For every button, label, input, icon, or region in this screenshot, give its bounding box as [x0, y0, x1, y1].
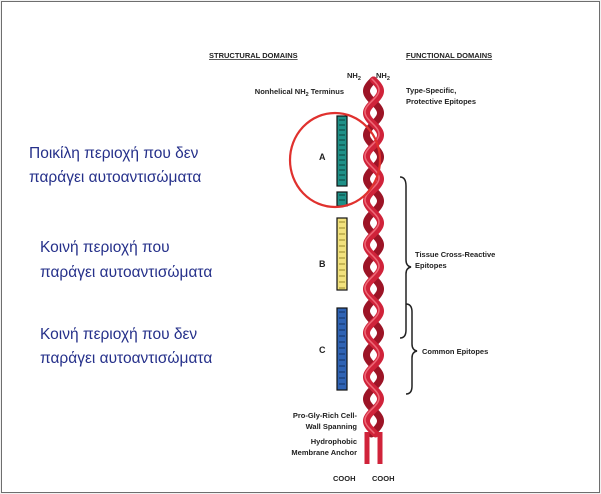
greek-region-b-line2: παράγει αυτοαντισώματα [40, 264, 212, 281]
greek-region-a-line1: Ποικίλη περιοχή που δεν [29, 145, 199, 162]
epitopes-label: Epitopes [415, 261, 447, 270]
pro-gly-rich-label: Pro-Gly-Rich Cell- [293, 411, 358, 420]
cooh-left-label: COOH [333, 474, 356, 483]
domain-a-block [337, 116, 347, 206]
brace-tissue-cross-reactive [400, 177, 411, 338]
common-epitopes-label: Common Epitopes [422, 347, 488, 356]
domain-a-letter: A [319, 152, 326, 162]
header-functional-domains: FUNCTIONAL DOMAINS [406, 51, 492, 60]
domain-b-letter: B [319, 259, 326, 269]
brace-common-epitopes [406, 304, 417, 394]
nonhelical-terminus-label: Nonhelical NH2 Terminus [255, 87, 344, 98]
type-specific-label: Type-Specific, [406, 86, 456, 95]
header-structural-domains: STRUCTURAL DOMAINS [209, 51, 298, 60]
cooh-right-label: COOH [372, 474, 395, 483]
greek-region-c-line1: Κοινή περιοχή που δεν [40, 326, 197, 343]
wall-spanning-label: Wall Spanning [306, 422, 358, 431]
hydrophobic-label: Hydrophobic [311, 437, 357, 446]
tissue-cross-reactive-label: Tissue Cross-Reactive [415, 250, 495, 259]
greek-region-b-line1: Κοινή περιοχή που [40, 239, 170, 256]
membrane-anchor-label: Membrane Anchor [291, 448, 357, 457]
protective-epitopes-label: Protective Epitopes [406, 97, 476, 106]
domain-c-letter: C [319, 345, 326, 355]
greek-region-c-line2: παράγει αυτοαντισώματα [40, 350, 212, 367]
nh2-left-label: NH2 [347, 71, 361, 82]
coiled-coil-helix [365, 79, 381, 464]
domain-b-block [337, 218, 347, 290]
greek-region-a-line2: παράγει αυτοαντισώματα [29, 169, 201, 186]
domain-c-block [337, 308, 347, 390]
